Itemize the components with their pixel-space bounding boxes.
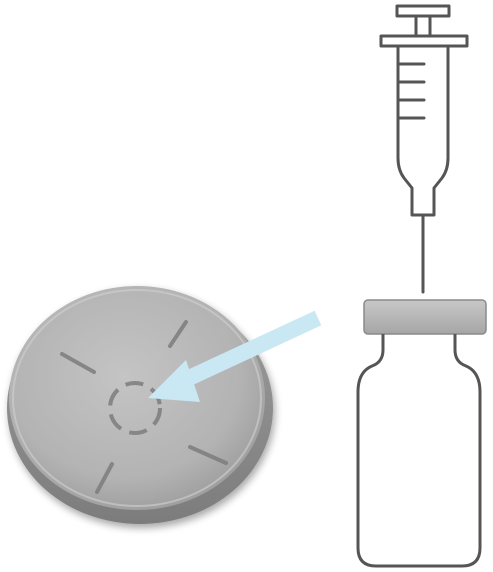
syringe-barrel	[398, 46, 448, 215]
vial-icon	[358, 300, 486, 566]
vial-cap	[364, 300, 486, 334]
vial-body	[358, 334, 480, 566]
vial-stopper-icon	[7, 286, 273, 524]
plunger-thumb	[397, 6, 449, 16]
syringe-icon	[381, 6, 467, 292]
stopper-face	[9, 286, 265, 510]
